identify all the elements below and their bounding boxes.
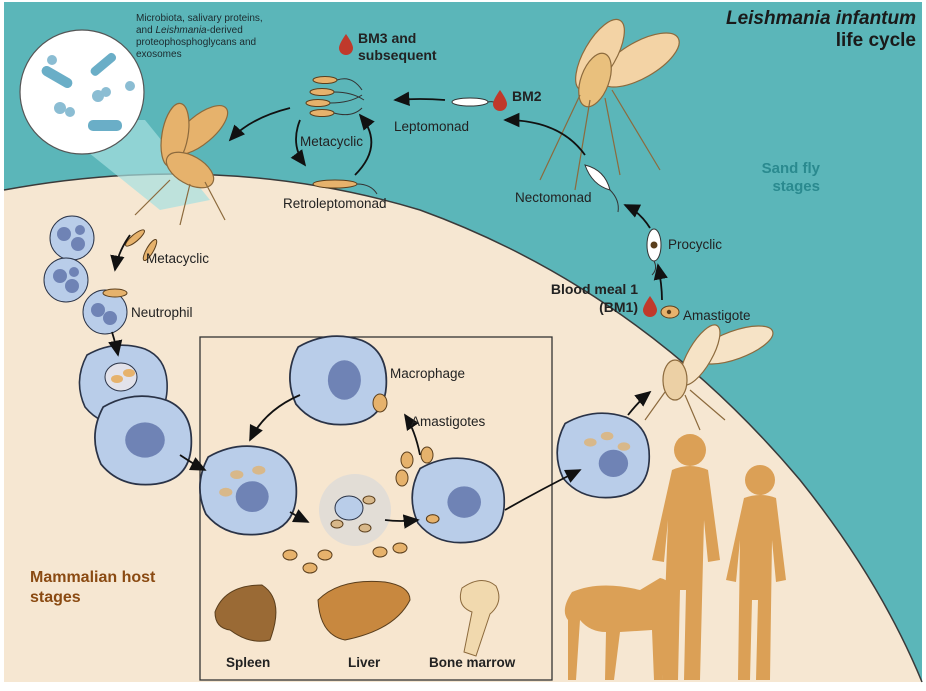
spleen-label: Spleen	[226, 655, 270, 670]
macrophage-label: Macrophage	[390, 366, 465, 381]
amastigotes-label: Amastigotes	[411, 414, 485, 429]
procyclic-label: Procyclic	[668, 237, 722, 252]
sandfly-stages-line1: Sand fly	[720, 160, 820, 178]
mammalian-stages-line2: stages	[30, 588, 155, 608]
bm2-label: BM2	[512, 88, 542, 104]
inset-caption-post: -derived	[207, 25, 243, 36]
inset-caption-pre: and	[136, 25, 155, 36]
nectomonad-label: Nectomonad	[515, 190, 592, 205]
bm1-line2: (BM1)	[534, 298, 638, 316]
bm3-line1: BM3 and	[358, 30, 437, 47]
microbiota-zoom-circle	[20, 30, 144, 154]
retroleptomonad-label: Retroleptomonad	[283, 196, 387, 211]
amastigote-sandfly	[661, 306, 679, 318]
macrophage-inset-burst	[319, 474, 391, 546]
bone-marrow-label: Bone marrow	[429, 655, 515, 670]
metacyclic-top-label: Metacyclic	[300, 134, 363, 149]
neutrophil-label: Neutrophil	[131, 305, 193, 320]
macrophage-inset-left	[200, 446, 296, 535]
inset-caption-line3: proteophosphoglycans and	[136, 37, 306, 49]
inset-caption-line2: and Leishmania-derived	[136, 25, 306, 37]
leptomonad-label: Leptomonad	[394, 119, 469, 134]
inset-caption-line1: Microbiota, salivary proteins,	[136, 13, 306, 25]
bm1-label: Blood meal 1 (BM1)	[534, 280, 638, 316]
sandfly-stages-line2: stages	[720, 178, 820, 196]
macrophage-outside-right	[557, 413, 649, 497]
liver-label: Liver	[348, 655, 380, 670]
inset-caption-em: Leishmania	[155, 25, 206, 36]
macrophage-inset-right	[412, 458, 504, 542]
macrophage-left-bottom	[95, 396, 191, 485]
metacyclic-low-label: Metacyclic	[146, 251, 209, 266]
mammalian-stages-label: Mammalian host stages	[30, 568, 155, 608]
macrophage-inset-top	[290, 336, 386, 425]
inset-caption-line4: exosomes	[136, 49, 306, 61]
title-sub: life cycle	[620, 30, 916, 52]
title-species: Leishmania infantum	[620, 8, 916, 30]
bm3-line2: subsequent	[358, 47, 437, 64]
mammalian-stages-line1: Mammalian host	[30, 568, 155, 588]
sandfly-stages-label: Sand fly stages	[720, 160, 820, 196]
diagram-title: Leishmania infantum life cycle	[620, 8, 916, 52]
bm1-line1: Blood meal 1	[534, 280, 638, 298]
inset-caption: Microbiota, salivary proteins, and Leish…	[136, 13, 306, 61]
amastigote-label: Amastigote	[683, 308, 751, 323]
bm3-label: BM3 and subsequent	[358, 30, 437, 64]
